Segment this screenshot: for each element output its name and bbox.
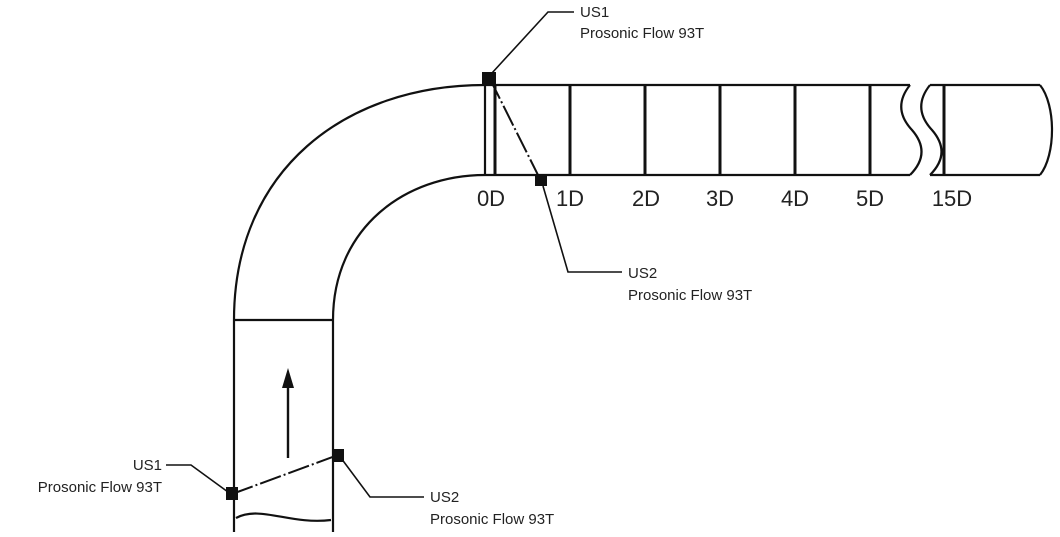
vertical-inlet-pipe — [232, 318, 335, 532]
bottom-us2-leader — [340, 457, 424, 498]
distance-mark-3d: 3D — [706, 186, 734, 211]
top-us2-name: US2 — [628, 265, 657, 282]
top-us1-sensor — [482, 72, 496, 85]
bottom-us1-leader — [166, 464, 229, 493]
bottom-signal-path — [231, 454, 339, 495]
elbow-bend — [232, 83, 486, 321]
bottom-us1-sensor — [226, 487, 238, 500]
distance-mark-5d: 5D — [856, 186, 884, 211]
distance-mark-1d: 1D — [556, 186, 584, 211]
top-us2-sensor — [535, 175, 547, 186]
bottom-us1-name: US1 — [133, 457, 162, 474]
distance-mark-4d: 4D — [781, 186, 809, 211]
bottom-us1-model: Prosonic Flow 93T — [38, 479, 162, 496]
top-us1-model: Prosonic Flow 93T — [580, 25, 704, 42]
flow-direction-arrow — [282, 368, 294, 458]
top-us1-leader — [491, 11, 574, 74]
bottom-us2-model: Prosonic Flow 93T — [430, 511, 554, 528]
top-us1-name: US1 — [580, 4, 609, 21]
top-us2-leader — [542, 185, 622, 273]
bottom-us2-name: US2 — [430, 489, 459, 506]
distance-mark-15d: 15D — [932, 186, 972, 211]
distance-mark-0d: 0D — [477, 186, 505, 211]
top-signal-path — [489, 78, 542, 182]
bottom-us2-sensor — [333, 449, 344, 462]
distance-mark-2d: 2D — [632, 186, 660, 211]
top-us2-model: Prosonic Flow 93T — [628, 287, 752, 304]
horizontal-outlet-pipe — [483, 83, 1054, 177]
